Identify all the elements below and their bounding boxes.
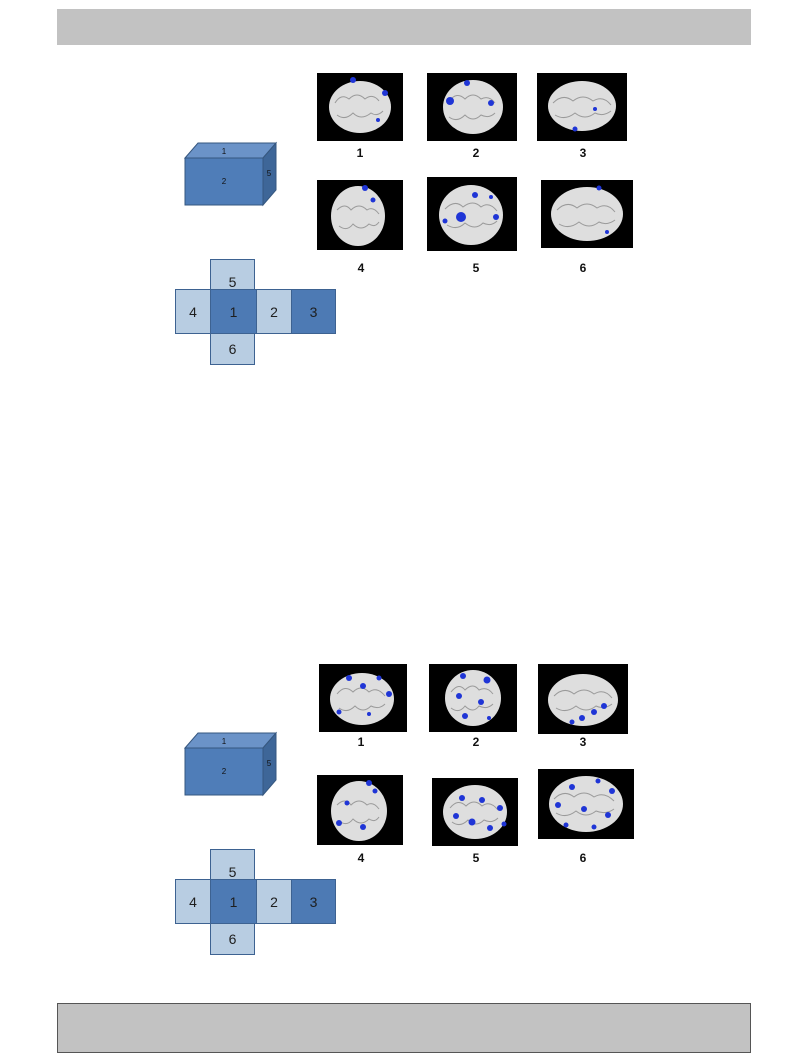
view-label: 5 (472, 261, 480, 275)
net-face-bottom: 6 (210, 923, 255, 955)
net-face-right: 2 (256, 879, 292, 924)
net-face-center: 1 (210, 289, 257, 334)
footer-box (57, 1003, 751, 1053)
protein-view-image (541, 180, 633, 248)
protein-view-image (319, 664, 407, 732)
net-face-far-right: 3 (291, 289, 336, 334)
protein-view-image (427, 177, 517, 251)
net-face-left: 4 (175, 879, 211, 924)
view-label: 6 (579, 851, 587, 865)
net-face-left: 4 (175, 289, 211, 334)
net-face-far-right: 3 (291, 879, 336, 924)
protein-view-image (317, 73, 403, 141)
net-face-right: 2 (256, 289, 292, 334)
view-label: 2 (472, 146, 480, 160)
cube-face-top-label: 1 (222, 737, 227, 746)
view-label: 6 (579, 261, 587, 275)
view-label: 4 (357, 851, 365, 865)
protein-view-image (538, 769, 634, 839)
cube-face-side-label: 5 (267, 759, 272, 768)
cube-face-top-label: 1 (222, 147, 227, 156)
view-label: 4 (357, 261, 365, 275)
figure-panel-2: 1 2 5 5 4 1 2 3 6 (0, 660, 793, 980)
protein-view-image (317, 180, 403, 250)
protein-view-image (317, 775, 403, 845)
protein-view-image (429, 664, 517, 732)
header-bar (57, 9, 751, 45)
cube-face-front-label: 2 (222, 177, 227, 186)
protein-view-image (432, 778, 518, 846)
view-label: 1 (357, 735, 365, 749)
view-label: 3 (579, 146, 587, 160)
figure-panel-1: 1 2 5 5 4 1 2 3 6 (0, 70, 793, 390)
view-label: 1 (356, 146, 364, 160)
net-face-center: 1 (210, 879, 257, 924)
cube-diagram: 1 2 5 (183, 141, 278, 207)
view-label: 5 (472, 851, 480, 865)
cube-face-front-label: 2 (222, 767, 227, 776)
protein-view-image (538, 664, 628, 734)
protein-view-image (427, 73, 517, 141)
view-label: 3 (579, 735, 587, 749)
net-face-bottom: 6 (210, 333, 255, 365)
cube-face-side-label: 5 (267, 169, 272, 178)
view-label: 2 (472, 735, 480, 749)
protein-view-image (537, 73, 627, 141)
cube-diagram: 1 2 5 (183, 731, 278, 797)
